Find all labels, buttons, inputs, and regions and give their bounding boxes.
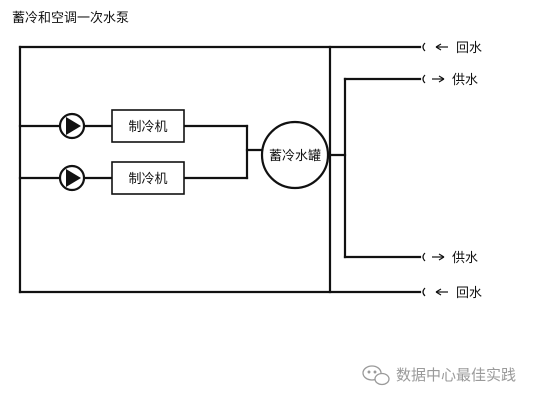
wechat-icon (362, 365, 390, 386)
return-label-bottom: 回水 (456, 286, 482, 301)
supply-label-bottom: 供水 (452, 251, 478, 266)
chiller-2: 制冷机 (111, 161, 185, 195)
pipe-break-mark (422, 74, 426, 84)
arrowhead-right-icon (438, 75, 445, 83)
supply-label-top: 供水 (452, 73, 478, 88)
flow-markers (422, 42, 448, 297)
pump-2 (58, 164, 86, 192)
chiller-label: 制冷机 (128, 120, 167, 135)
pipe-break-mark (422, 252, 426, 262)
arrowhead-left-icon (435, 288, 442, 296)
piping (18, 45, 422, 294)
tank-circle (260, 120, 330, 190)
pump-1 (58, 112, 86, 140)
chiller-label: 制冷机 (128, 172, 167, 187)
watermark: 数据中心最佳实践 (362, 365, 516, 386)
chiller-box (111, 109, 185, 143)
pump-arrow (66, 169, 81, 187)
pump-arrow (66, 117, 81, 135)
pipe-break-mark (422, 42, 426, 52)
arrowhead-left-icon (435, 43, 442, 51)
storage-tank: 蓄冷水罐 (260, 120, 330, 190)
tank-label: 蓄冷水罐 (269, 149, 321, 164)
watermark-text: 数据中心最佳实践 (396, 366, 516, 384)
arrowhead-right-icon (438, 253, 445, 261)
return-label-top: 回水 (456, 41, 482, 56)
chiller-box (111, 161, 185, 195)
diagram-title: 蓄冷和空调一次水泵 (12, 10, 129, 26)
pipe-break-mark (422, 287, 426, 297)
chiller-1: 制冷机 (111, 109, 185, 143)
